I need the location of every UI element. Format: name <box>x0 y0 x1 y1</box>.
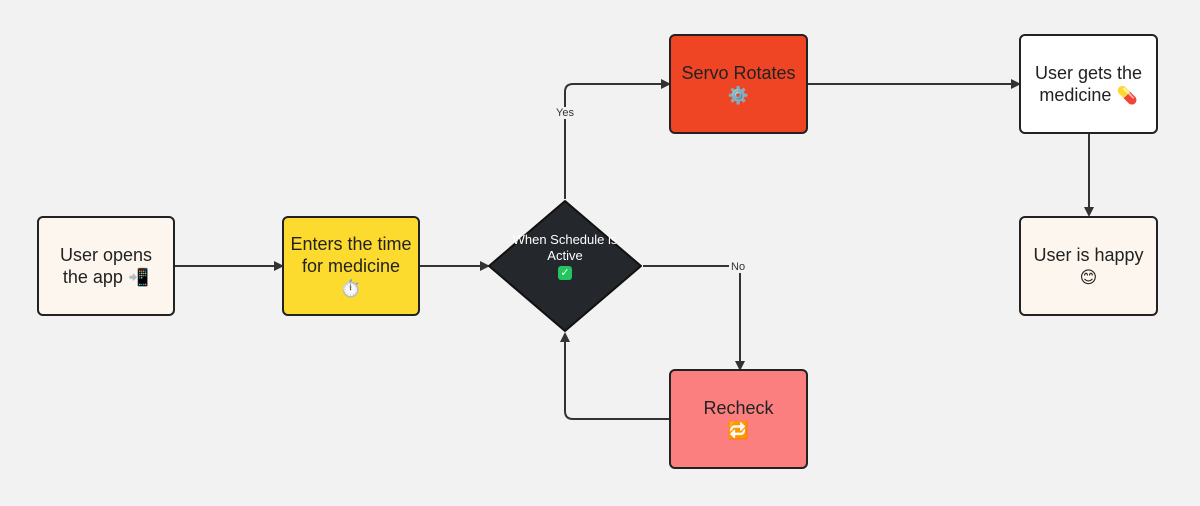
node-label: Enters the time for medicine <box>290 233 412 276</box>
pill-icon: 💊 <box>1116 85 1138 106</box>
decision-label: When Schedule is Active ✓ <box>512 232 618 280</box>
node-label: User opens the app <box>59 244 153 287</box>
repeat-icon: 🔁 <box>727 420 750 441</box>
edge-decision-yes-to-servo <box>564 79 671 199</box>
node-servo-rotates[interactable]: Servo Rotates ⚙️ <box>669 34 808 134</box>
edge-label-no: No <box>729 261 748 273</box>
stopwatch-icon: ⏱️ <box>340 278 362 299</box>
node-label: Servo Rotates <box>681 62 796 83</box>
node-user-gets-medicine[interactable]: User gets the medicine 💊 <box>1019 34 1158 134</box>
check-mark-icon: ✓ <box>558 266 572 280</box>
node-user-opens-app[interactable]: User opens the app 📲 <box>37 216 175 316</box>
node-label: User gets the medicine <box>1034 62 1143 105</box>
smiley-icon: 😊 <box>1079 267 1098 288</box>
node-label: Recheck <box>703 397 774 418</box>
node-enters-time[interactable]: Enters the time for medicine ⏱️ <box>282 216 420 316</box>
phone-icon: 📲 <box>127 267 150 288</box>
gear-icon: ⚙️ <box>727 85 750 106</box>
node-user-is-happy[interactable]: User is happy 😊 <box>1019 216 1158 316</box>
node-label: User is happy <box>1033 244 1144 265</box>
node-recheck[interactable]: Recheck 🔁 <box>669 369 808 469</box>
edge-recheck-to-decision <box>560 332 669 420</box>
edge-decision-no-to-recheck <box>643 265 745 371</box>
edge-label-yes: Yes <box>554 107 576 119</box>
